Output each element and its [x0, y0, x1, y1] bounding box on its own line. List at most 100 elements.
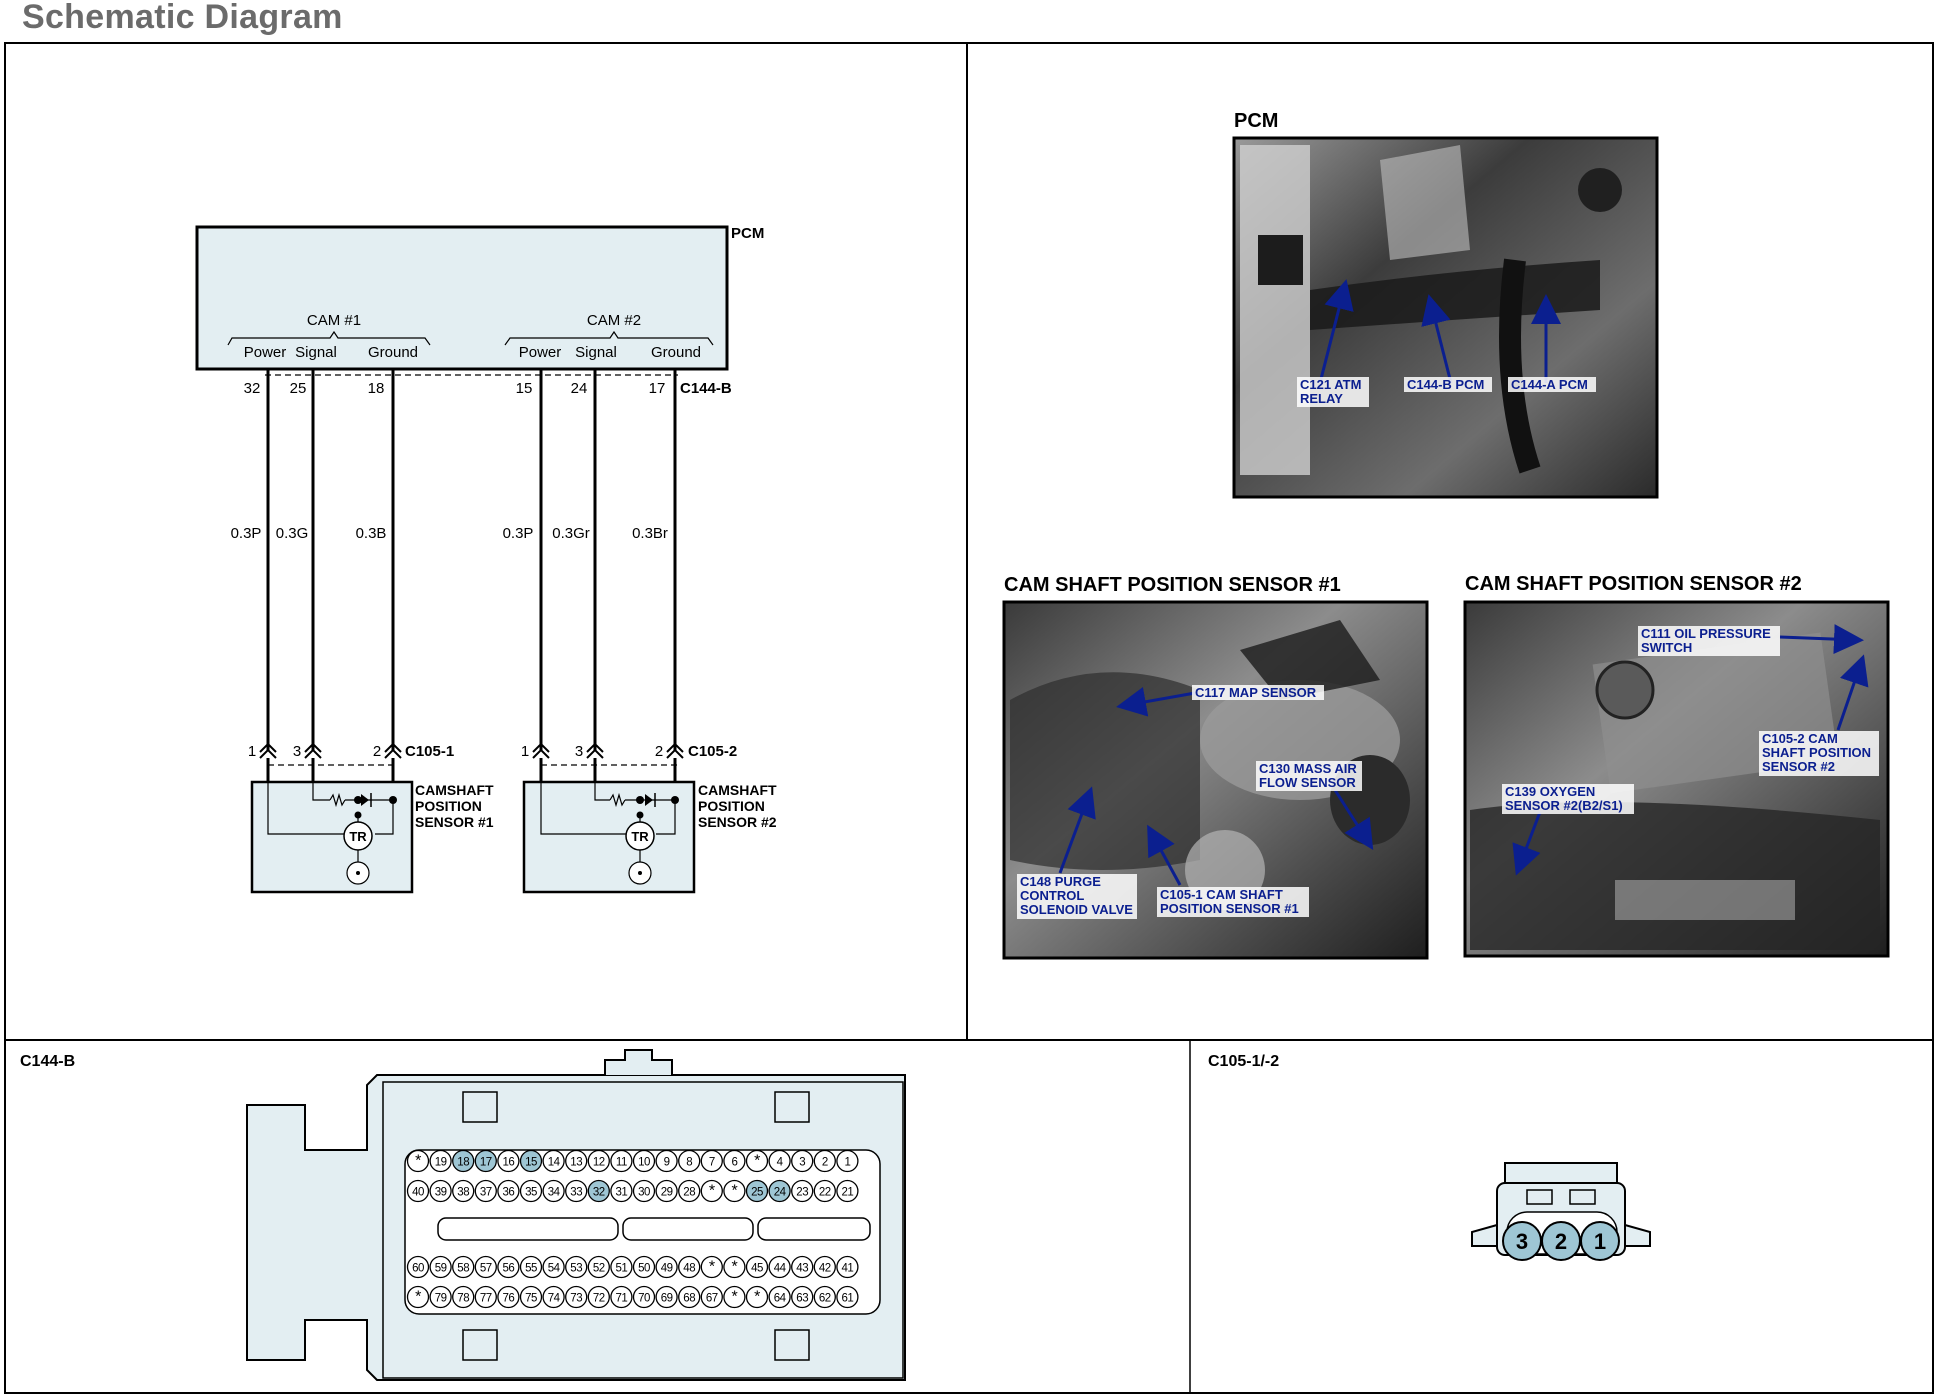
svg-text:69: 69 [661, 1293, 673, 1305]
svg-text:8: 8 [686, 1157, 692, 1169]
c144b-pin: 15 [519, 1149, 543, 1173]
c144b-pin: * [723, 1179, 746, 1203]
svg-text:57: 57 [480, 1263, 492, 1275]
svg-text:6: 6 [731, 1157, 737, 1169]
pcm-pin: 24 [571, 380, 588, 397]
c144b-pin: 29 [655, 1179, 678, 1203]
c144b-pin: 55 [519, 1255, 543, 1279]
c144b-pin: 49 [655, 1255, 678, 1279]
svg-text:61: 61 [842, 1293, 854, 1305]
c144b-pin: 44 [768, 1255, 791, 1279]
c105-pin: 3 [1502, 1221, 1542, 1261]
svg-text:14: 14 [548, 1157, 561, 1169]
svg-text:21: 21 [842, 1187, 854, 1199]
c144b-pin: 14 [542, 1149, 565, 1173]
wire-label: 0.3P [231, 525, 262, 542]
svg-text:2: 2 [1555, 1229, 1567, 1254]
svg-text:38: 38 [457, 1187, 469, 1199]
svg-text:41: 41 [842, 1263, 854, 1275]
c144b-pin: 11 [610, 1149, 633, 1173]
svg-text:1: 1 [844, 1157, 850, 1169]
c144b-pin: 57 [474, 1255, 497, 1279]
sensor1-photo-label: CAM SHAFT POSITION SENSOR #1 [1004, 574, 1341, 596]
sensor1-label: CAMSHAFT [415, 782, 494, 798]
pcm-box [195, 225, 729, 371]
svg-text:35: 35 [525, 1187, 537, 1199]
svg-text:51: 51 [616, 1263, 628, 1275]
callout-text: SOLENOID VALVE [1020, 902, 1133, 917]
c144b-pin: 58 [452, 1255, 475, 1279]
c144b-pin: 35 [519, 1179, 543, 1203]
c144b-pin: 60 [406, 1255, 430, 1279]
svg-text:60: 60 [412, 1263, 424, 1275]
pcm-callouts: C121 ATM RELAY C144-B PCM C144-A PCM [1297, 279, 1596, 407]
svg-text:79: 79 [435, 1293, 447, 1305]
c144b-pin: 3 [791, 1149, 814, 1173]
sensor2-label: CAMSHAFT [698, 782, 777, 798]
c144b-pin: * [700, 1255, 723, 1279]
c144b-pin: 39 [429, 1179, 452, 1203]
svg-text:13: 13 [570, 1157, 582, 1169]
c144b-pin: 21 [836, 1179, 859, 1203]
c144b-pin: 59 [429, 1255, 452, 1279]
callout-text: C144-A PCM [1511, 377, 1588, 392]
callout-text: RELAY [1300, 391, 1343, 406]
wire-label: 0.3P [503, 525, 534, 542]
c144b-pin: 45 [745, 1255, 769, 1279]
c144b-pin: 6 [723, 1149, 746, 1173]
svg-text:*: * [754, 1153, 760, 1170]
svg-text:32: 32 [593, 1187, 605, 1199]
pcm-photo [1232, 136, 1659, 499]
svg-text:11: 11 [616, 1157, 627, 1169]
svg-text:62: 62 [819, 1293, 831, 1305]
c144b-label: C144-B [20, 1053, 75, 1070]
callout-text: POSITION SENSOR #1 [1160, 901, 1299, 916]
c144b-pin: 77 [474, 1285, 497, 1309]
pcm-pin: 32 [244, 380, 261, 397]
c144b-pin: 64 [768, 1285, 791, 1309]
svg-text:16: 16 [503, 1157, 515, 1169]
c144b-pin: 37 [474, 1179, 497, 1203]
c144b-pin: 34 [542, 1179, 565, 1203]
wire-label: 0.3Gr [552, 525, 590, 542]
svg-text:7: 7 [709, 1157, 715, 1169]
c144b-pin: 69 [655, 1285, 678, 1309]
c144b-pin: 61 [836, 1285, 859, 1309]
svg-text:72: 72 [593, 1293, 605, 1305]
sensor1-label: POSITION [415, 798, 482, 814]
c144b-pin: 79 [429, 1285, 452, 1309]
c105-pin: 2 [1541, 1221, 1581, 1261]
svg-text:2: 2 [822, 1157, 828, 1169]
svg-text:*: * [754, 1289, 760, 1306]
svg-text:76: 76 [503, 1293, 515, 1305]
callout-text: C139 OXYGEN [1505, 784, 1595, 799]
callout-text: SWITCH [1641, 640, 1692, 655]
c144b-pin: 16 [497, 1149, 520, 1173]
svg-text:75: 75 [525, 1293, 537, 1305]
svg-text:9: 9 [664, 1157, 670, 1169]
c144b-pin: 4 [768, 1149, 791, 1173]
svg-text:17: 17 [480, 1157, 492, 1169]
svg-text:*: * [732, 1259, 738, 1276]
c144b-pin: 70 [632, 1285, 656, 1309]
c144b-pin: 41 [836, 1255, 859, 1279]
svg-text:74: 74 [548, 1293, 561, 1305]
callout-text: SENSOR #2(B2/S1) [1505, 798, 1623, 813]
callout-text: C117 MAP SENSOR [1195, 685, 1317, 700]
svg-text:*: * [415, 1153, 421, 1170]
c144b-pin: 9 [655, 1149, 678, 1173]
c144b-pin: 68 [678, 1285, 701, 1309]
svg-text:68: 68 [683, 1293, 695, 1305]
svg-text:34: 34 [548, 1187, 561, 1199]
svg-text:28: 28 [683, 1187, 695, 1199]
svg-text:18: 18 [457, 1157, 469, 1169]
svg-text:71: 71 [616, 1293, 628, 1305]
c144b-pin: 24 [768, 1179, 791, 1203]
c144b-pin: 1 [836, 1149, 859, 1173]
c144b-pin: 74 [542, 1285, 565, 1309]
svg-text:63: 63 [796, 1293, 808, 1305]
svg-text:70: 70 [638, 1293, 650, 1305]
wire-label: 0.3B [356, 525, 387, 542]
svg-text:56: 56 [503, 1263, 515, 1275]
